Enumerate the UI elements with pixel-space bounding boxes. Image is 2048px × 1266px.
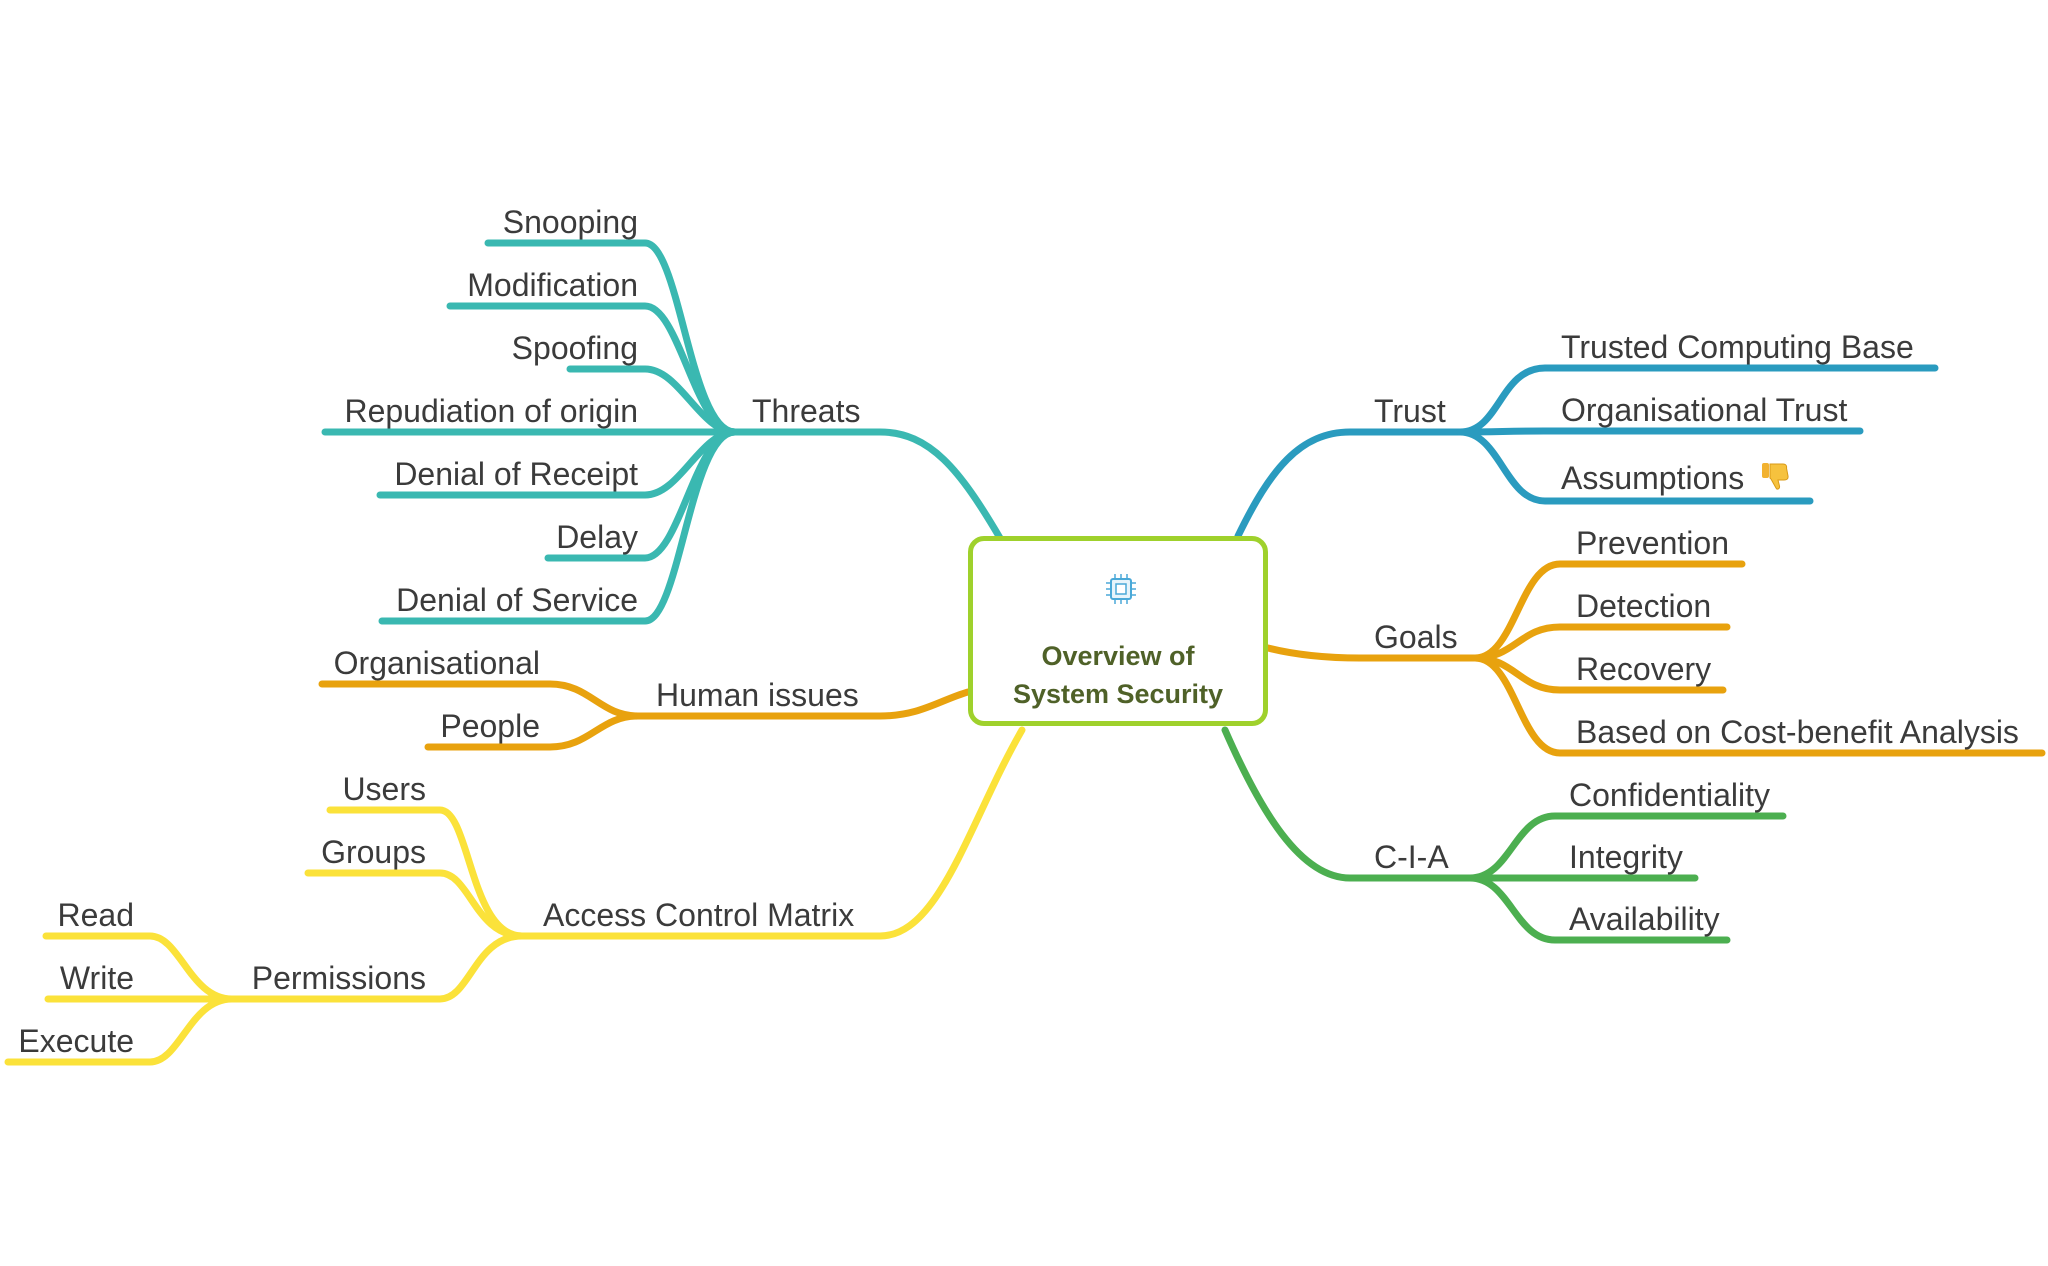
goals-connectors: [1264, 560, 2046, 757]
subtopic-permissions[interactable]: Permissions: [251, 960, 426, 996]
subtopic-snooping[interactable]: Snooping: [502, 204, 638, 240]
topic-access-control-matrix[interactable]: Access Control Matrix: [543, 897, 855, 933]
human-connectors: [318, 680, 972, 751]
microchip-icon: [1106, 574, 1136, 604]
subtopic-organisational-trust[interactable]: Organisational Trust: [1561, 392, 1848, 428]
subtopic-confidentiality[interactable]: Confidentiality: [1569, 777, 1770, 813]
subtopic-prevention[interactable]: Prevention: [1576, 525, 1729, 561]
subtopic-organisational[interactable]: Organisational: [333, 645, 540, 681]
subtopic-delay[interactable]: Delay: [556, 519, 638, 555]
subtopic-cost-benefit-analysis[interactable]: Based on Cost-benefit Analysis: [1576, 714, 2019, 750]
center-title-line-2: System Security: [1012, 679, 1224, 709]
center-node[interactable]: Overview of System Security: [968, 536, 1268, 726]
subtopic-availability[interactable]: Availability: [1569, 901, 1720, 937]
assumptions-label: Assumptions: [1561, 460, 1745, 496]
center-title-line-1: Overview of: [1041, 641, 1195, 671]
cia-connectors: [1221, 726, 1787, 944]
trust-connectors: [1234, 364, 1939, 540]
topic-threats[interactable]: Threats: [752, 393, 861, 429]
subtopic-repudiation-of-origin[interactable]: Repudiation of origin: [344, 393, 638, 429]
topic-cia[interactable]: C-I-A: [1374, 839, 1449, 875]
thumbs-down-icon: [1762, 463, 1789, 490]
subtopic-detection[interactable]: Detection: [1576, 588, 1712, 624]
subtopic-write[interactable]: Write: [59, 960, 134, 996]
subtopic-spoofing[interactable]: Spoofing: [511, 330, 638, 366]
subtopic-execute[interactable]: Execute: [18, 1023, 134, 1059]
center-title: Overview of System Security: [973, 637, 1263, 713]
topic-goals[interactable]: Goals: [1374, 619, 1458, 655]
subtopic-denial-of-service[interactable]: Denial of Service: [396, 582, 638, 618]
subtopic-people[interactable]: People: [440, 708, 540, 744]
subtopic-recovery[interactable]: Recovery: [1576, 651, 1712, 687]
access-connectors: [4, 726, 1026, 1066]
subtopic-modification[interactable]: Modification: [467, 267, 638, 303]
subtopic-users[interactable]: Users: [342, 771, 426, 807]
topic-trust[interactable]: Trust: [1374, 393, 1446, 429]
subtopic-trusted-computing-base[interactable]: Trusted Computing Base: [1561, 329, 1914, 365]
subtopic-read[interactable]: Read: [57, 897, 135, 933]
subtopic-denial-of-receipt[interactable]: Denial of Receipt: [394, 456, 638, 492]
subtopic-assumptions[interactable]: Assumptions: [1561, 459, 1793, 496]
threats-connectors: [321, 239, 1004, 625]
subtopic-integrity[interactable]: Integrity: [1569, 839, 1683, 875]
topic-human-issues[interactable]: Human issues: [656, 677, 859, 713]
subtopic-groups[interactable]: Groups: [321, 834, 426, 870]
